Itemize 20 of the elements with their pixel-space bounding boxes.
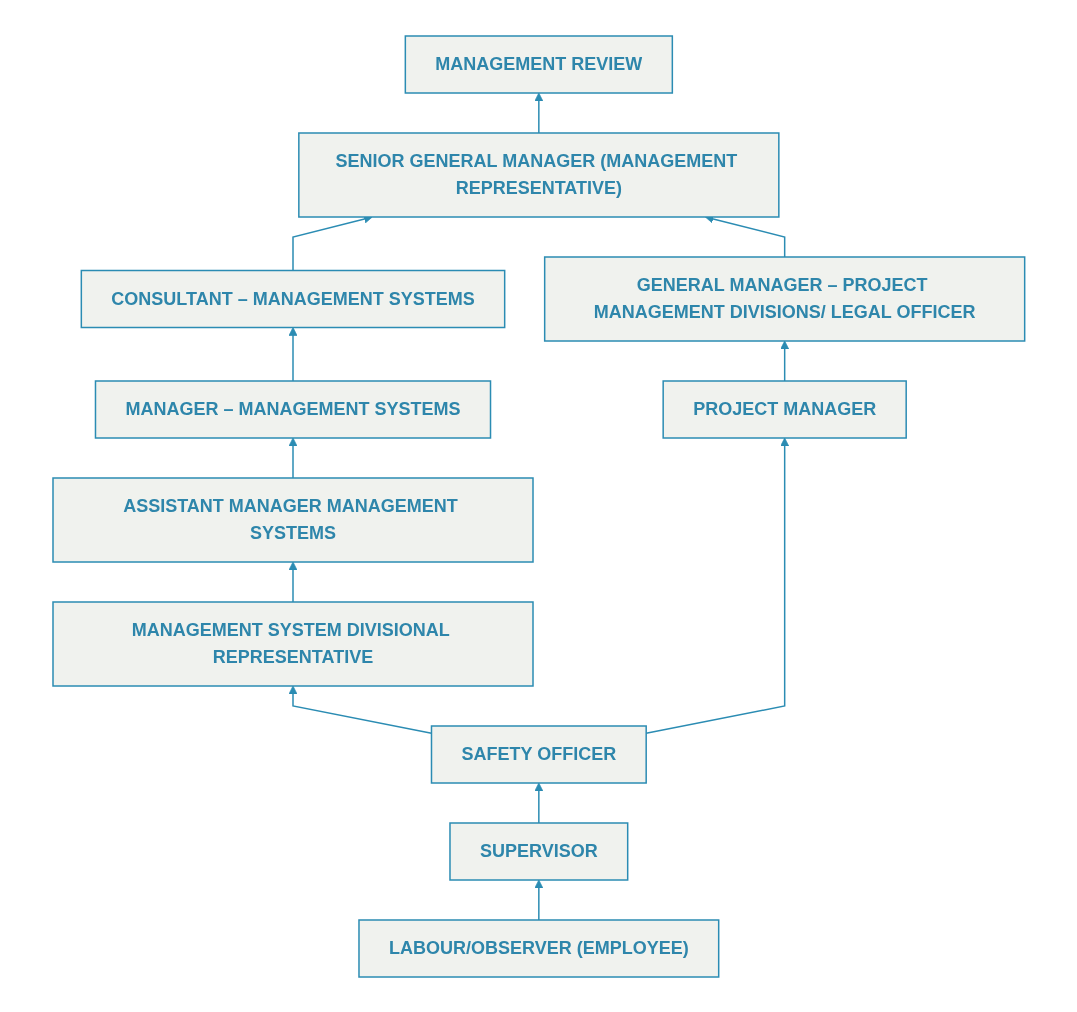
node-box: SENIOR GENERAL MANAGER (MANAGEMENT REPRESENTATIVE)	[297, 131, 780, 218]
node-box: MANAGER – MANAGEMENT SYSTEMS	[94, 379, 491, 439]
node-box: GENERAL MANAGER – PROJECT MANAGEMENT DIVISIONS/ LEGAL OFFICER	[543, 255, 1026, 342]
node-box: PROJECT MANAGER	[662, 379, 907, 439]
arrow	[534, 782, 543, 824]
arrow	[534, 879, 543, 921]
arrow	[645, 437, 789, 734]
arrow	[534, 92, 543, 134]
node-box: MANAGEMENT SYSTEM DIVISIONAL REPRESENTATIVE	[51, 600, 534, 687]
node-box: SAFETY OFFICER	[430, 724, 647, 784]
arrow	[779, 340, 789, 382]
node-box: CONSULTANT – MANAGEMENT SYSTEMS	[80, 269, 506, 328]
node-box: LABOUR/OBSERVER (EMPLOYEE)	[357, 918, 720, 978]
node-box: ASSISTANT MANAGER MANAGEMENT SYSTEMS	[51, 476, 534, 563]
arrow	[288, 561, 298, 603]
node-box: SUPERVISOR	[448, 821, 629, 881]
arrow	[288, 326, 298, 382]
arrow	[288, 685, 432, 734]
node-box: MANAGEMENT REVIEW	[404, 34, 673, 94]
arrow	[288, 437, 298, 479]
